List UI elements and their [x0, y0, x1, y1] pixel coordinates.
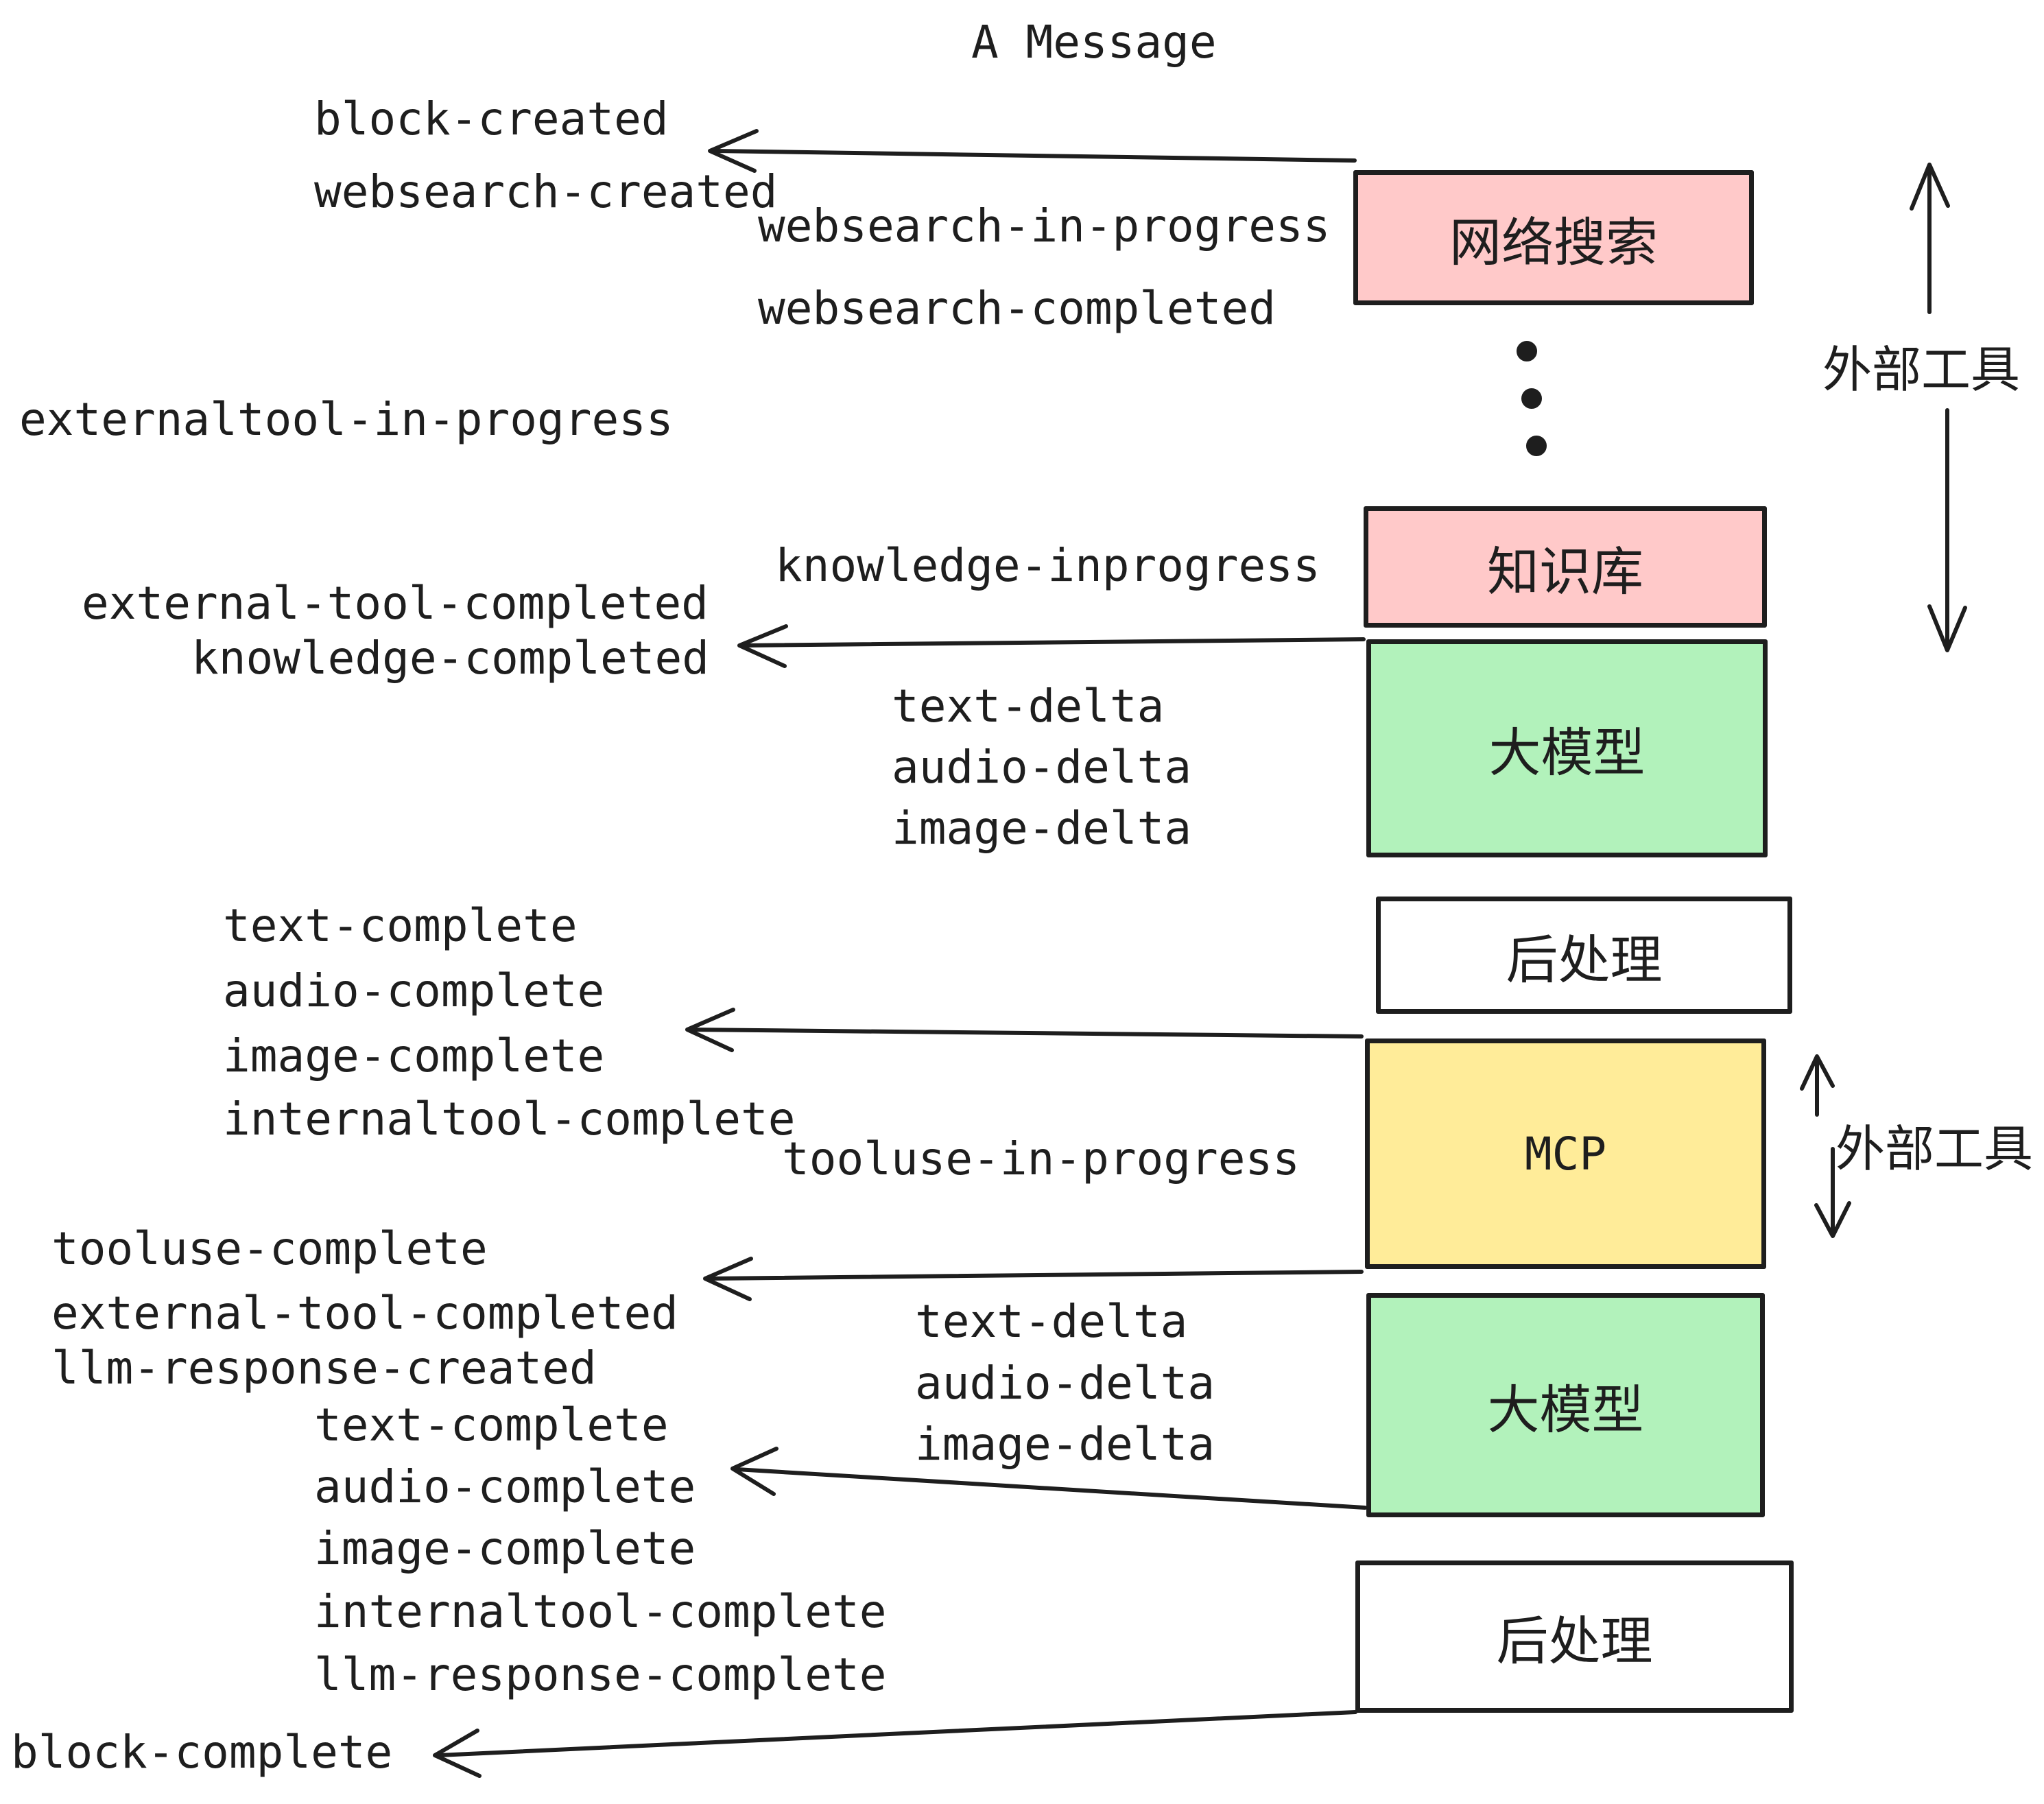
box-llm-2-label: 大模型: [1487, 1381, 1644, 1440]
ellipsis-dot: [1521, 388, 1542, 409]
external-tools-up-arrow-head: [1910, 163, 1950, 211]
arrow-to-tooluse-complete: [707, 1270, 1364, 1281]
event-websearch-completed: websearch-completed: [758, 282, 1276, 335]
mcp-external-tools-up-arrow-head: [1800, 1054, 1835, 1091]
event-tooluse-in-progress: tooluse-in-progress: [782, 1132, 1300, 1185]
box-post-1-label: 后处理: [1506, 931, 1663, 990]
event-block-complete: block-complete: [11, 1726, 393, 1779]
event-websearch-in-progress: websearch-in-progress: [758, 200, 1331, 252]
diagram-title: A Message: [971, 16, 1217, 69]
external-tools-note-top: 外部工具: [1822, 343, 2021, 398]
event-audio-complete: audio-complete: [223, 964, 605, 1017]
event-text-complete: text-complete: [223, 899, 578, 952]
event-text-delta-2: text-delta: [915, 1295, 1188, 1348]
arrow-to-knowledge-completed: [741, 637, 1366, 648]
box-knowledge: 知识库: [1364, 506, 1767, 628]
event-audio-delta: audio-delta: [892, 741, 1192, 794]
event-internaltool-complete-2: internaltool-complete: [314, 1585, 887, 1638]
box-post-2: 后处理: [1355, 1560, 1794, 1713]
event-image-complete-2: image-complete: [314, 1522, 696, 1575]
ellipsis-dot: [1526, 436, 1547, 456]
arrow-to-block-complete: [437, 1710, 1357, 1757]
box-mcp-label: MCP: [1524, 1127, 1607, 1180]
event-llm-response-complete: llm-response-complete: [314, 1648, 887, 1701]
event-text-delta: text-delta: [892, 680, 1165, 733]
event-externaltool-in-progress: externaltool-in-progress: [19, 393, 674, 446]
arrow-to-image-complete: [689, 1028, 1364, 1039]
box-llm-1: 大模型: [1366, 639, 1768, 857]
event-external-tool-completed: external-tool-completed: [82, 577, 709, 630]
box-websearch-label: 网络搜索: [1449, 213, 1658, 272]
event-image-delta: image-delta: [892, 802, 1192, 855]
arrow-to-block-created-head: [708, 129, 759, 173]
box-llm-2: 大模型: [1366, 1293, 1765, 1517]
mcp-external-tools-down-arrow-head: [1814, 1201, 1851, 1238]
arrow-to-audio-complete-head: [730, 1447, 779, 1496]
event-block-created: block-created: [314, 93, 669, 145]
event-external-tool-completed-2: external-tool-completed: [51, 1287, 678, 1340]
event-websearch-created: websearch-created: [314, 165, 778, 218]
event-knowledge-completed: knowledge-completed: [191, 632, 709, 685]
ellipsis-dot: [1517, 341, 1537, 361]
arrow-to-knowledge-completed-head: [737, 624, 788, 668]
arrow-to-tooluse-complete-head: [703, 1257, 753, 1301]
event-tooluse-complete: tooluse-complete: [51, 1222, 488, 1275]
box-websearch: 网络搜索: [1353, 170, 1754, 305]
event-internaltool-complete: internaltool-complete: [223, 1093, 796, 1146]
event-text-complete-2: text-complete: [314, 1399, 669, 1451]
arrow-to-audio-complete: [735, 1467, 1367, 1510]
external-tools-note-mcp: 外部工具: [1835, 1122, 2034, 1177]
external-tools-down-arrow-head: [1927, 604, 1967, 652]
event-audio-delta-2: audio-delta: [915, 1357, 1215, 1410]
event-knowledge-inprogress: knowledge-inprogress: [775, 539, 1320, 592]
event-image-delta-2: image-delta: [915, 1418, 1215, 1471]
arrow-to-block-complete-head: [433, 1729, 482, 1778]
event-llm-response-created: llm-response-created: [51, 1342, 597, 1394]
box-knowledge-label: 知识库: [1487, 543, 1643, 602]
box-mcp: MCP: [1365, 1039, 1766, 1269]
box-post-1: 后处理: [1376, 897, 1792, 1014]
arrow-to-block-created: [713, 149, 1357, 163]
arrow-to-image-complete-head: [685, 1008, 735, 1052]
box-post-2-label: 后处理: [1496, 1613, 1653, 1671]
box-llm-1-label: 大模型: [1488, 724, 1645, 783]
event-image-complete: image-complete: [223, 1030, 605, 1082]
event-audio-complete-2: audio-complete: [314, 1460, 696, 1513]
